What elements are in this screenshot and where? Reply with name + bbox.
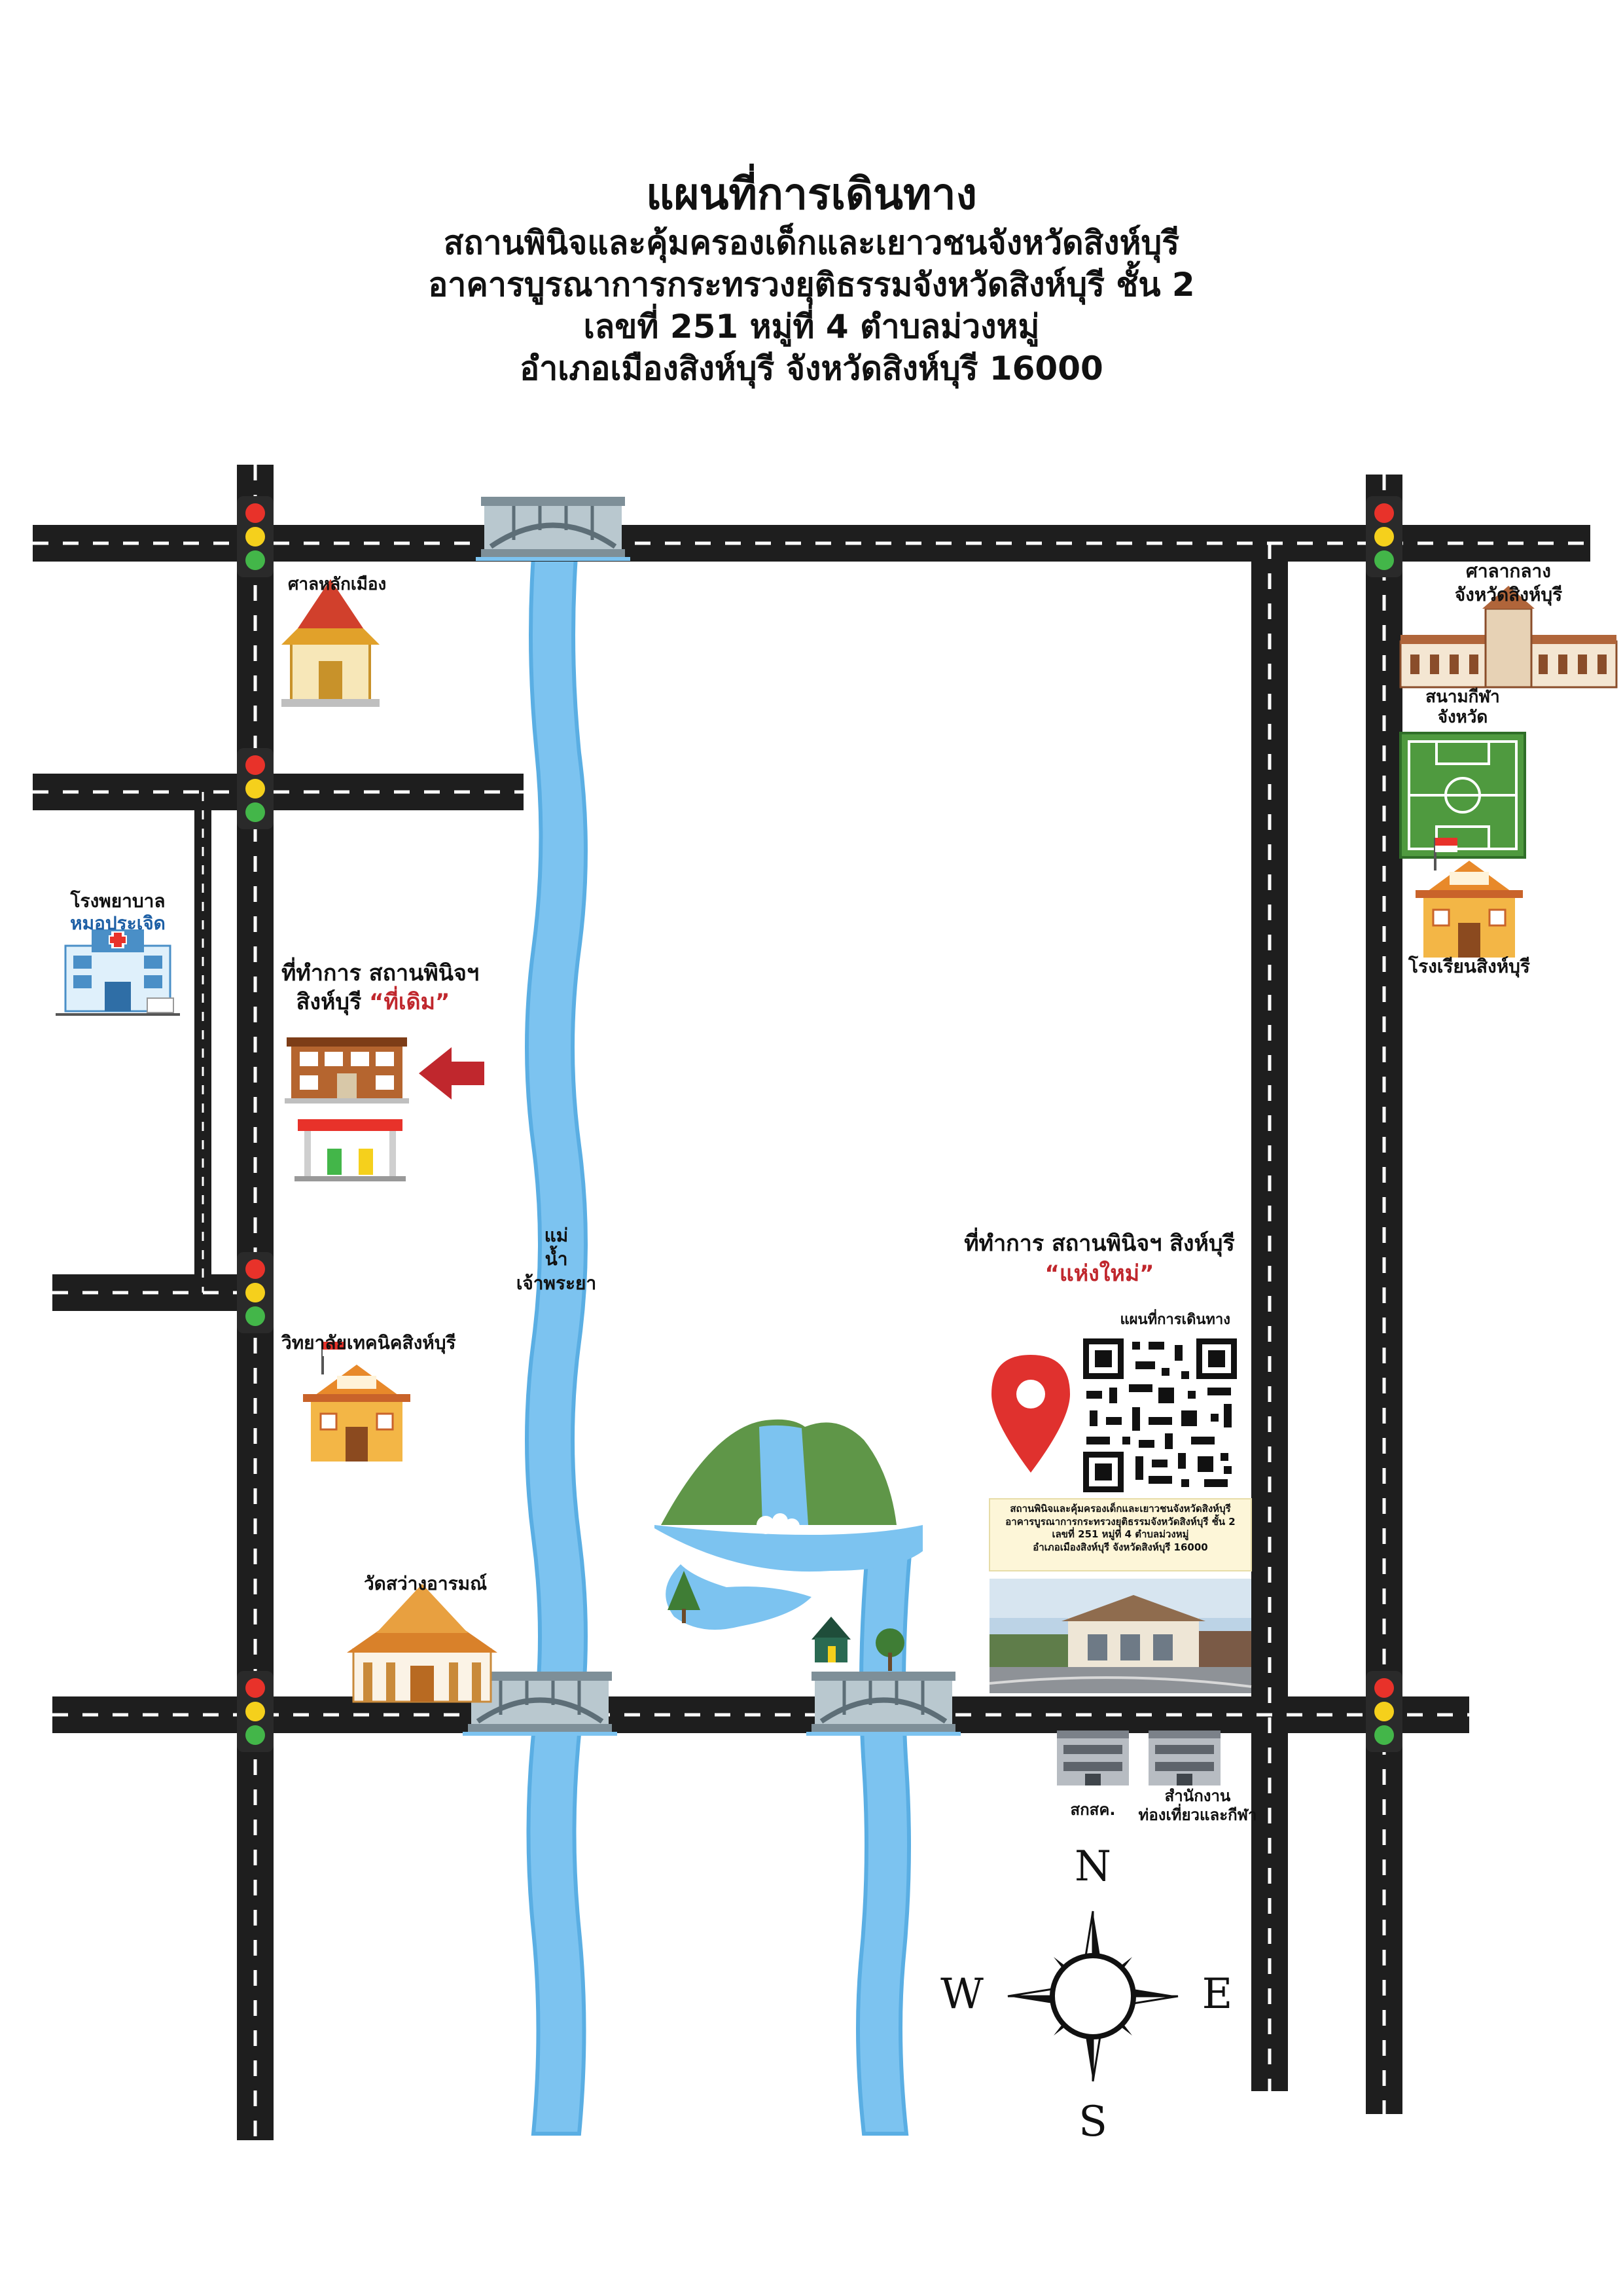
header-line-4: อำเภอเมืองสิงห์บุรี จังหวัดสิงห์บุรี 160…: [520, 350, 1103, 388]
traffic-light-icon: [237, 1671, 274, 1752]
address-card-bg: [989, 1498, 1252, 1571]
label-tourism-office: สำนักงาน ท่องเที่ยวและกีฬา: [1138, 1787, 1257, 1824]
road-markings: [33, 465, 1590, 2140]
hospital-icon: [56, 929, 180, 1016]
header-line-1: สถานพินิจและคุ้มครองเด็กและเยาวชนจังหวัด…: [443, 224, 1180, 262]
label-river: แม่ น้ำ เจ้าพระยา: [516, 1225, 597, 1294]
old-office-building-icon: [285, 1037, 409, 1103]
header-line-2: อาคารบูรณาการกระทรวงยุติธรรมจังหวัดสิงห์…: [428, 266, 1195, 304]
provincial-hall-icon: [1399, 586, 1618, 689]
label-stadium: สนามกีฬา จังหวัด: [1425, 687, 1500, 728]
bridge-north: [476, 497, 630, 561]
label-new-office: ที่ทำการ สถานพินิจฯ สิงห์บุรี “แห่งใหม่”: [964, 1230, 1235, 1287]
compass-south-label: S: [1079, 2098, 1107, 2146]
compass-west-label: W: [940, 1970, 984, 2018]
compass-north-label: N: [1075, 1842, 1111, 1891]
city-pillar-shrine-icon: [281, 579, 380, 707]
compass-rose-icon: [1007, 1910, 1179, 2082]
label-tech-college: วิทยาลัยเทคนิคสิงห์บุรี: [281, 1332, 456, 1354]
traffic-light-icon: [1366, 1671, 1402, 1752]
traffic-light-icon: [237, 1252, 274, 1333]
mountain-waterfall-icon: [654, 1419, 923, 1671]
ssk-office-icon: [1057, 1731, 1129, 1785]
traffic-light-icon: [237, 748, 274, 829]
gas-station-icon: [294, 1119, 406, 1181]
page-title: แผนที่การเดินทาง: [646, 169, 977, 219]
new-office-photo: [989, 1579, 1252, 1693]
arrow-left-icon: [419, 1047, 484, 1100]
temple-icon: [347, 1584, 497, 1703]
stadium-icon: [1399, 732, 1526, 859]
qr-code-icon: [1083, 1338, 1237, 1492]
address-card-text: สถานพินิจและคุ้มครองเด็กและเยาวชนจังหวัด…: [1005, 1503, 1236, 1553]
label-city-pillar: ศาลหลักเมือง: [288, 575, 387, 594]
label-old-office: ที่ทำการ สถานพินิจฯ สิงห์บุรี “ที่เดิม”: [281, 960, 480, 1016]
label-temple: วัดสว่างอารมณ์: [363, 1573, 488, 1594]
tourism-office-icon: [1149, 1731, 1221, 1785]
label-provincial-hall: ศาลากลาง จังหวัดสิงห์บุรี: [1454, 560, 1563, 606]
traffic-light-icon: [1366, 496, 1402, 577]
tech-college-school-icon: [302, 1340, 412, 1463]
header-line-3: เลขที่ 251 หมู่ที่ 4 ตำบลม่วงหมู่: [583, 308, 1040, 346]
chao-phraya-river: [525, 554, 588, 2136]
label-school: โรงเรียนสิงห์บุรี: [1408, 956, 1530, 977]
bridge-south-stream: [806, 1672, 961, 1736]
label-qr-caption: แผนที่การเดินทาง: [1120, 1312, 1230, 1328]
label-ssk: สกสค.: [1070, 1801, 1116, 1819]
compass-east-label: E: [1202, 1970, 1233, 2018]
traffic-light-icon: [237, 496, 274, 577]
label-hospital: โรงพยาบาล หมอประเจิด: [70, 890, 166, 934]
map-header: แผนที่การเดินทาง สถานพินิจและคุ้มครองเด็…: [0, 167, 1623, 389]
location-pin-icon: [991, 1355, 1070, 1473]
